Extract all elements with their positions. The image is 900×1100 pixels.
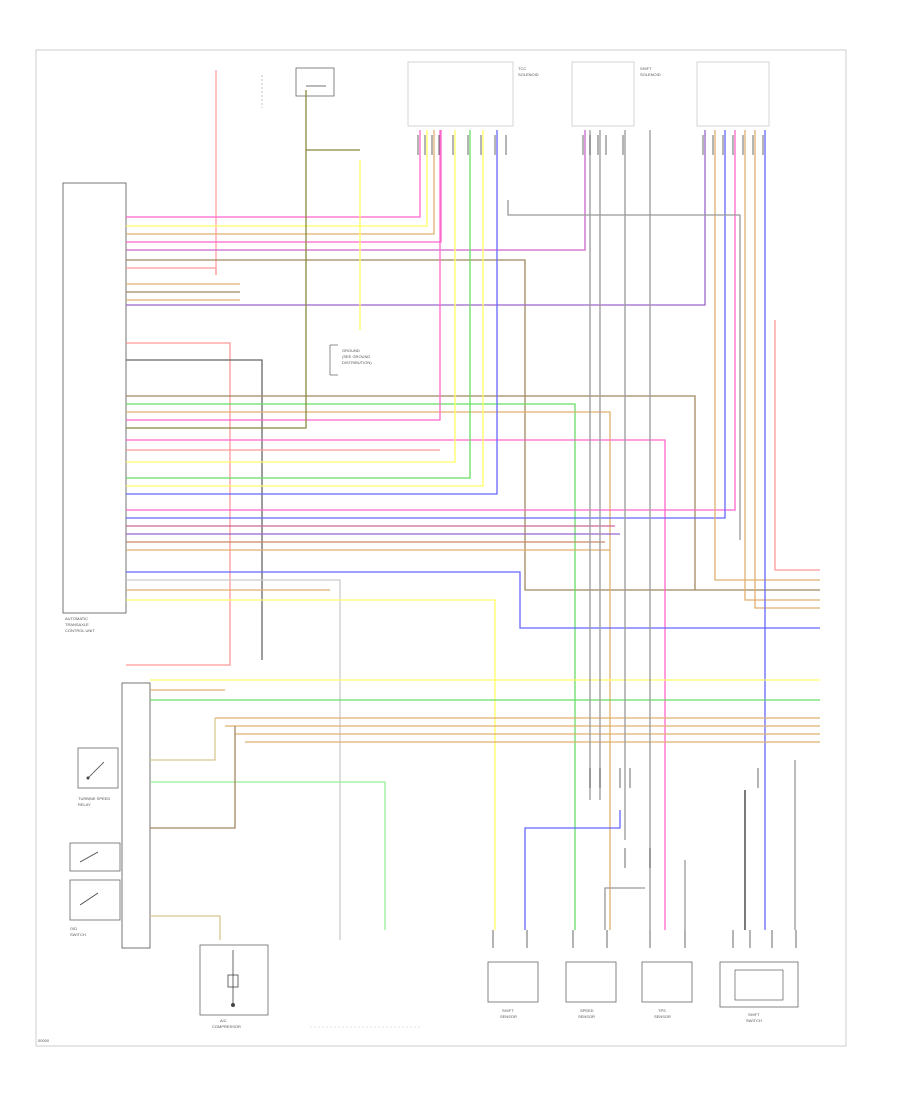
svg-text:SPEED: SPEED (580, 1008, 594, 1013)
wire-harness (126, 90, 820, 940)
transmission-control-unit: AUTOMATIC TRANSAXLE CONTROL UNIT (62, 182, 127, 633)
svg-text:GROUND: GROUND (342, 348, 360, 353)
svg-text:COMPRESSOR: COMPRESSOR (212, 1024, 241, 1029)
sensor-b: SPEED SENSOR (565, 961, 617, 1019)
overdrive-switch: O/D SWITCH (69, 842, 121, 937)
svg-text:SENSOR: SENSOR (578, 1014, 595, 1019)
svg-text:SOLENOID: SOLENOID (640, 72, 661, 77)
svg-text:TCC: TCC (518, 66, 526, 71)
svg-text:A/C: A/C (220, 1018, 227, 1023)
diagram-border (35, 49, 847, 1047)
sensor-a: SHIFT SENSOR (487, 961, 539, 1019)
ground-note: GROUND (SEE GROUND DISTRIBUTION) (329, 344, 372, 376)
top-left-connector (215, 67, 335, 275)
svg-text:SHIFT: SHIFT (640, 66, 652, 71)
svg-text:RELAY: RELAY (78, 802, 91, 807)
svg-text:SWITCH: SWITCH (746, 1018, 762, 1023)
svg-text:SHIFT: SHIFT (748, 1012, 760, 1017)
ac-compressor: A/C COMPRESSOR (199, 944, 269, 1029)
svg-text:(SEE GROUND: (SEE GROUND (342, 354, 370, 359)
footer-code: 00000 (38, 1038, 50, 1043)
sensor-connector-block (696, 61, 770, 127)
svg-text:AUTOMATIC: AUTOMATIC (65, 616, 88, 621)
svg-text:SHIFT: SHIFT (502, 1008, 514, 1013)
svg-text:CONTROL UNIT: CONTROL UNIT (65, 628, 95, 633)
shift-solenoid: SHIFT SOLENOID (571, 61, 661, 127)
connector-pins (417, 135, 797, 948)
svg-text:SENSOR: SENSOR (654, 1014, 671, 1019)
svg-text:DISTRIBUTION): DISTRIBUTION) (342, 360, 372, 365)
sensor-d: SHIFT SWITCH (719, 961, 799, 1023)
svg-text:SWITCH: SWITCH (70, 932, 86, 937)
svg-text:TURBINE SPEED: TURBINE SPEED (78, 796, 110, 801)
svg-text:SOLENOID: SOLENOID (518, 72, 539, 77)
svg-text:O/D: O/D (70, 926, 77, 931)
sensor-c: TPS SENSOR (641, 961, 693, 1019)
tcc-solenoid: TCC SOLENOID (407, 61, 539, 127)
control-switch-relay: TURBINE SPEED RELAY (77, 682, 151, 949)
svg-text:SENSOR: SENSOR (500, 1014, 517, 1019)
svg-text:TPS: TPS (658, 1008, 666, 1013)
svg-text:TRANSAXLE: TRANSAXLE (65, 622, 89, 627)
